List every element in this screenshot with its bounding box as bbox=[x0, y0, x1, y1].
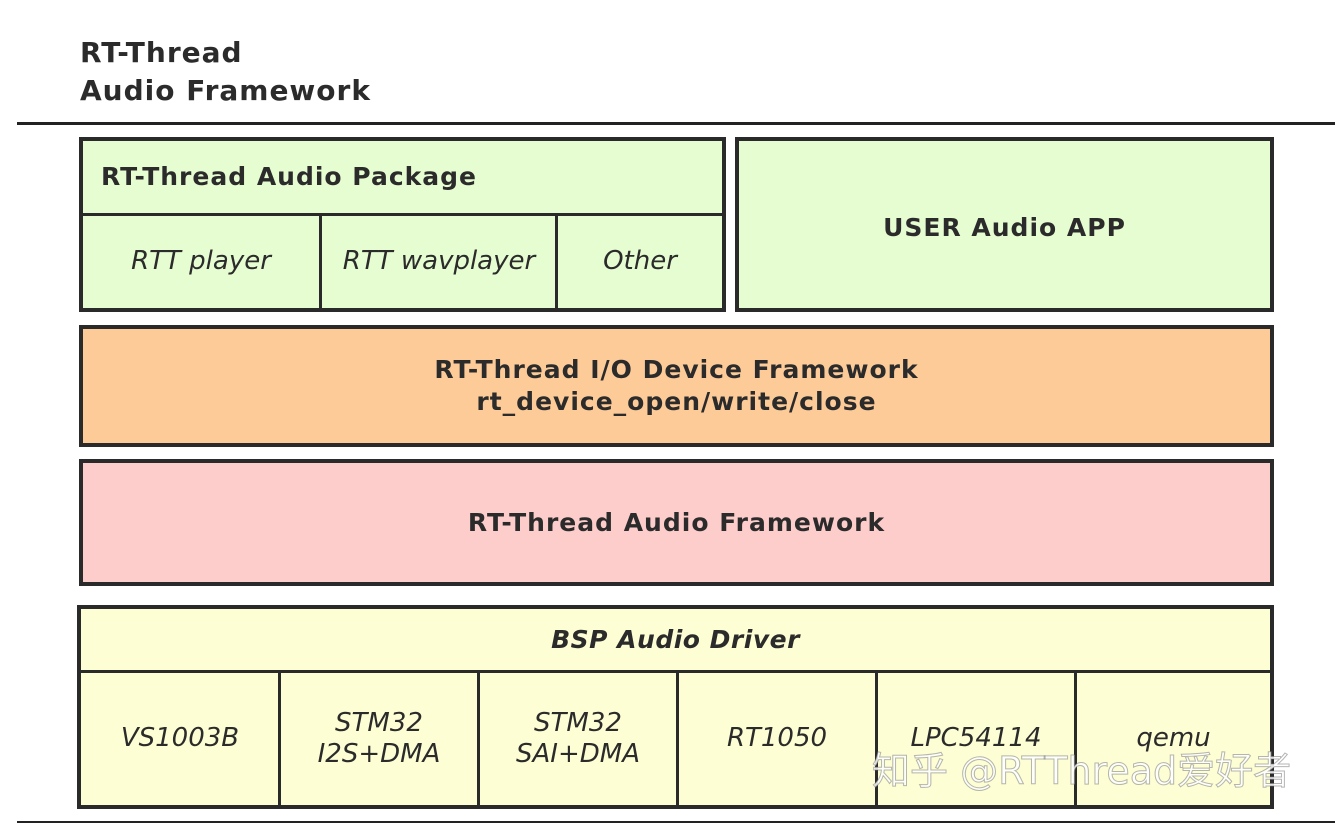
bottom-divider bbox=[17, 821, 1335, 823]
user-audio-app-label: USER Audio APP bbox=[883, 213, 1126, 242]
bsp-divider bbox=[278, 672, 281, 805]
io-device-framework-text: RT-Thread I/O Device Framework rt_device… bbox=[83, 329, 1270, 443]
bsp-divider bbox=[81, 670, 1270, 673]
bsp-item-rt1050: RT1050 bbox=[726, 723, 828, 754]
io-device-framework-box: RT-Thread I/O Device Framework rt_device… bbox=[79, 325, 1274, 447]
package-item-rtt-player: RTT player bbox=[131, 246, 271, 277]
bsp-divider bbox=[477, 672, 480, 805]
io-framework-api: rt_device_open/write/close bbox=[476, 387, 877, 416]
top-divider bbox=[17, 122, 1335, 125]
package-divider bbox=[555, 215, 558, 308]
bsp-divider bbox=[1074, 672, 1077, 805]
package-divider bbox=[319, 215, 322, 308]
io-framework-title: RT-Thread I/O Device Framework bbox=[434, 355, 919, 384]
bsp-item-qemu: qemu bbox=[1136, 723, 1211, 754]
package-divider bbox=[83, 213, 722, 216]
audio-package-box: RT-Thread Audio Package RTT player RTT w… bbox=[79, 137, 726, 312]
audio-framework-box: RT-Thread Audio Framework bbox=[79, 459, 1274, 586]
bsp-audio-driver-box: BSP Audio Driver VS1003B STM32 I2S+DMA S… bbox=[77, 605, 1274, 809]
bsp-divider bbox=[676, 672, 679, 805]
bsp-item-vs1003b: VS1003B bbox=[120, 723, 240, 754]
audio-package-header: RT-Thread Audio Package bbox=[101, 162, 477, 191]
bsp-item-stm32-sai: STM32 SAI+DMA bbox=[516, 707, 640, 769]
audio-framework-label: RT-Thread Audio Framework bbox=[467, 507, 886, 537]
bsp-item-stm32-i2s: STM32 I2S+DMA bbox=[317, 707, 441, 769]
package-item-rtt-wavplayer: RTT wavplayer bbox=[342, 246, 536, 277]
bsp-divider bbox=[875, 672, 878, 805]
diagram-title-line2: Audio Framework bbox=[80, 74, 371, 107]
diagram-title-line1: RT-Thread bbox=[80, 36, 243, 69]
bsp-audio-driver-header: BSP Audio Driver bbox=[551, 625, 800, 654]
package-item-other: Other bbox=[603, 246, 677, 277]
bsp-item-lpc54114: LPC54114 bbox=[910, 723, 1042, 754]
user-audio-app-box: USER Audio APP bbox=[735, 137, 1274, 312]
